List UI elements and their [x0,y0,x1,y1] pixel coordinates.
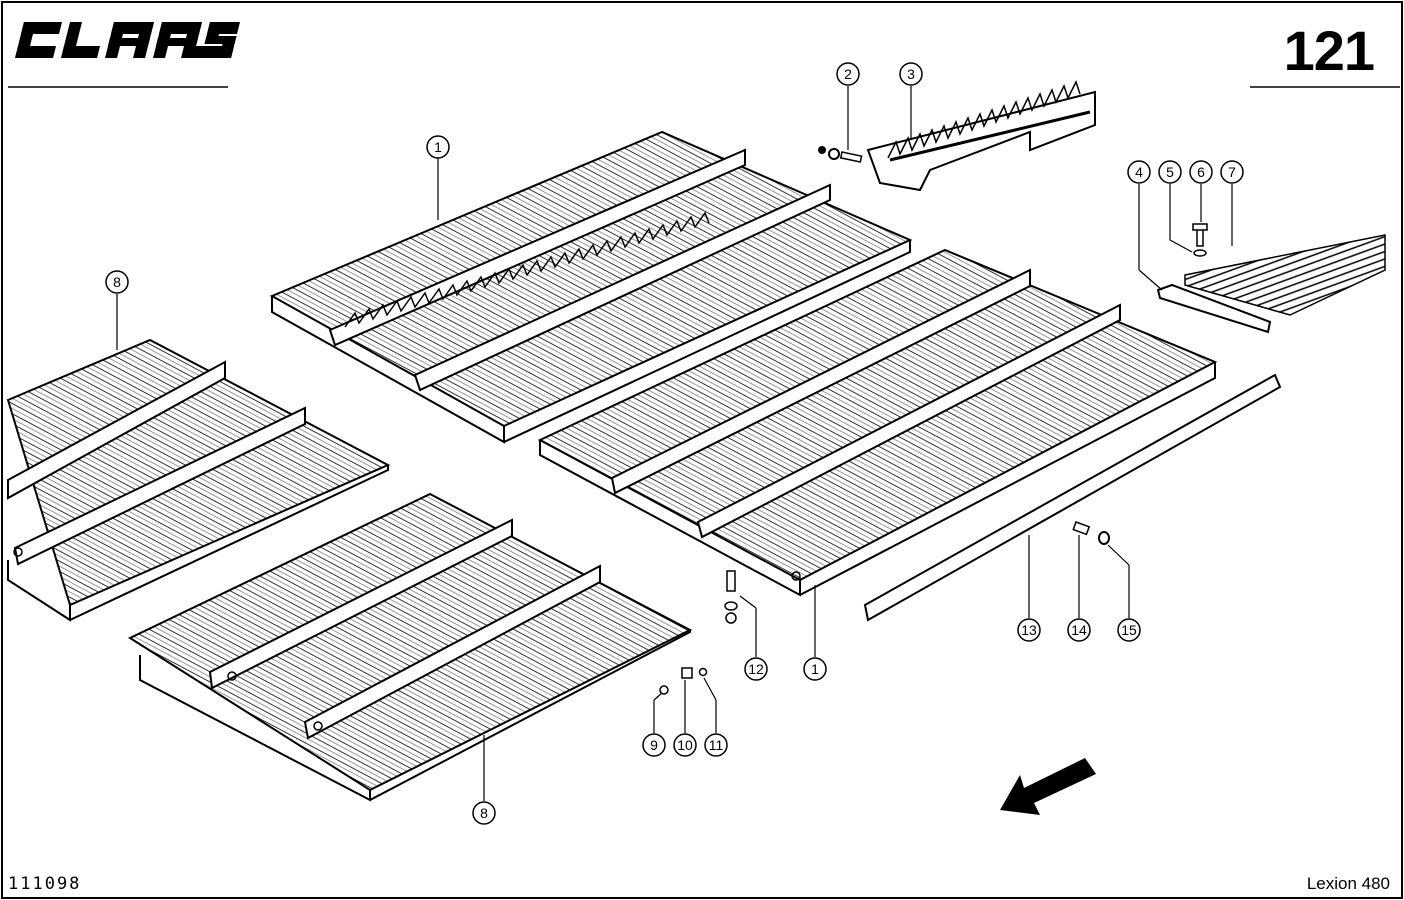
callout-4: 4 [1127,160,1151,184]
svg-text:15: 15 [1121,622,1137,638]
svg-text:13: 13 [1021,622,1037,638]
callout-6: 6 [1189,160,1213,184]
callout-8-bottom: 8 [472,801,496,825]
callout-10: 10 [673,733,697,757]
callout-11: 11 [704,733,728,757]
svg-text:12: 12 [748,661,764,677]
comb-assembly [1156,223,1386,334]
callouts: 1 2 3 4 5 6 7 8 1 8 9 10 11 12 13 14 15 [105,62,1244,825]
callout-2: 2 [836,62,860,86]
svg-text:9: 9 [650,737,658,753]
svg-text:2: 2 [844,66,852,82]
svg-text:8: 8 [480,805,488,821]
callout-15: 15 [1117,618,1141,642]
page-number: 121 [1283,19,1375,82]
callout-9: 9 [642,733,666,757]
sieve-panel-upper [269,130,913,444]
toothed-rail [818,80,1096,192]
sieve-panel-left [6,338,391,622]
svg-text:7: 7 [1228,164,1236,180]
callout-3: 3 [899,62,923,86]
fasteners [659,570,738,695]
svg-text:4: 4 [1135,164,1143,180]
svg-text:5: 5 [1166,164,1174,180]
flat-strip [863,373,1282,622]
svg-text:10: 10 [677,737,693,753]
arrow-down-left-icon [1000,758,1096,815]
callout-1-upper: 1 [426,135,450,159]
drawing-number: 111098 [8,874,82,894]
callout-13: 13 [1017,618,1041,642]
callout-8-left: 8 [105,270,129,294]
svg-text:6: 6 [1197,164,1205,180]
svg-text:8: 8 [113,274,121,290]
sieve-panel-lower [537,248,1218,597]
callout-5: 5 [1158,160,1182,184]
callout-1-lower: 1 [803,657,827,681]
callout-12: 12 [744,657,768,681]
svg-text:11: 11 [709,737,724,753]
svg-text:14: 14 [1071,622,1087,638]
svg-text:1: 1 [811,661,819,677]
svg-text:3: 3 [907,66,915,82]
leader-lines [116,86,1233,801]
sieve-panel-bottom [127,492,693,802]
model-name: Lexion 480 [1306,874,1390,893]
claas-logo [15,22,240,58]
callout-14: 14 [1067,618,1091,642]
svg-text:1: 1 [434,139,442,155]
callout-7: 7 [1220,160,1244,184]
